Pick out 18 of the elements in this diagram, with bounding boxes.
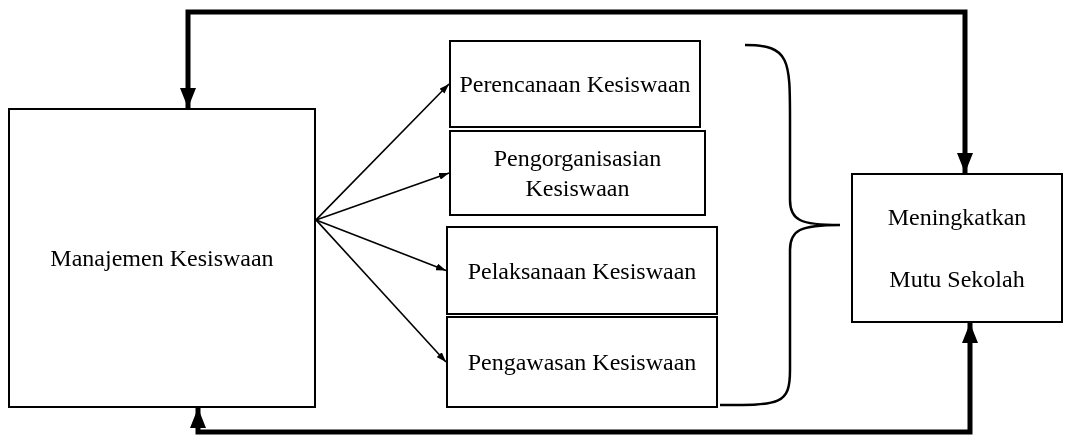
process-box (449, 130, 706, 216)
arrow (190, 323, 978, 435)
box-label: Pelaksanaan Kesiswaan (467, 256, 697, 286)
arrow (315, 219, 447, 272)
process-box (851, 173, 1063, 323)
arrow (315, 172, 450, 221)
box-label: Pengawasan Kesiswaan (467, 348, 697, 377)
arrow (315, 83, 450, 221)
process-box (446, 226, 718, 315)
process-box (449, 40, 701, 128)
arrow (180, 9, 973, 173)
arrow (315, 219, 447, 363)
box-label: Manajemen Kesiswaan (50, 244, 274, 273)
process-box (446, 316, 718, 408)
box-label: Pengorganisasian Kesiswaan (492, 144, 663, 203)
process-box (8, 108, 316, 408)
box-label: Perencanaan Kesiswaan (459, 70, 691, 99)
box-label: Meningkatkan Mutu Sekolah (886, 202, 1028, 294)
